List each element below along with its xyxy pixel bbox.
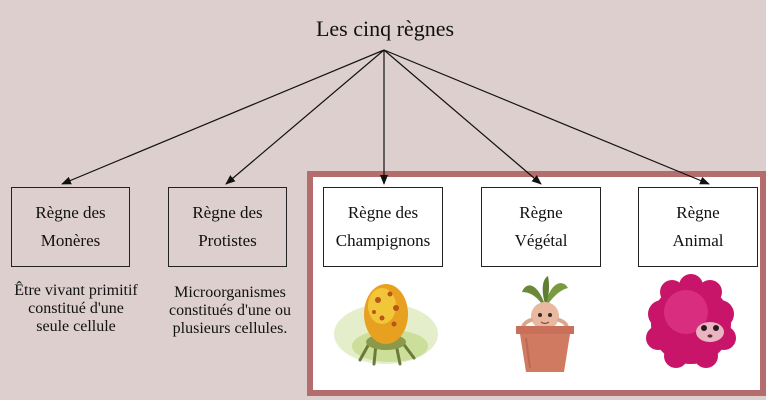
box-champignons-line1: Règne des [347,203,419,222]
box-champignons-line2: Champignons [335,231,431,250]
mandrake-plant-pot-illustration [516,276,574,372]
description-moneres-line: Être vivant primitif [14,282,138,299]
box-moneres-line1: Règne des [35,203,106,222]
description-moneres: Être vivant primitif constitué d'une seu… [0,282,152,336]
description-protistes-line: plusieurs cellules. [172,320,288,337]
arrow-animal [383,49,710,185]
box-protistes-line1: Règne des [192,203,263,222]
box-moneres: Règne des Monères [11,187,130,267]
fungus-creature-illustration [334,284,438,366]
description-protistes-line: constitués d'une ou [169,302,291,319]
box-animal-line2: Animal [672,231,724,250]
box-animal: Règne Animal [638,187,758,267]
description-protistes: Microorganismes constitués d'une ou plus… [150,284,310,338]
box-vegetal: Règne Végétal [481,187,601,267]
box-champignons: Règne des Champignons [323,187,443,267]
pink-furball-creature-illustration [646,274,736,368]
diagram-title: Les cinq règnes [315,16,455,41]
description-moneres-line: seule cellule [36,318,116,335]
box-vegetal-line2: Végétal [514,231,568,250]
box-animal-line1: Règne [676,203,720,222]
arrow-protistes [225,49,385,185]
description-protistes-line: Microorganismes [174,284,286,301]
description-moneres-line: constitué d'une [28,300,124,317]
box-vegetal-line1: Règne [519,203,563,222]
box-moneres-line2: Monères [40,231,101,250]
arrow-moneres [61,49,385,185]
box-protistes-line2: Protistes [198,231,257,250]
arrow-vegetal [383,49,542,185]
box-protistes: Règne des Protistes [168,187,287,267]
